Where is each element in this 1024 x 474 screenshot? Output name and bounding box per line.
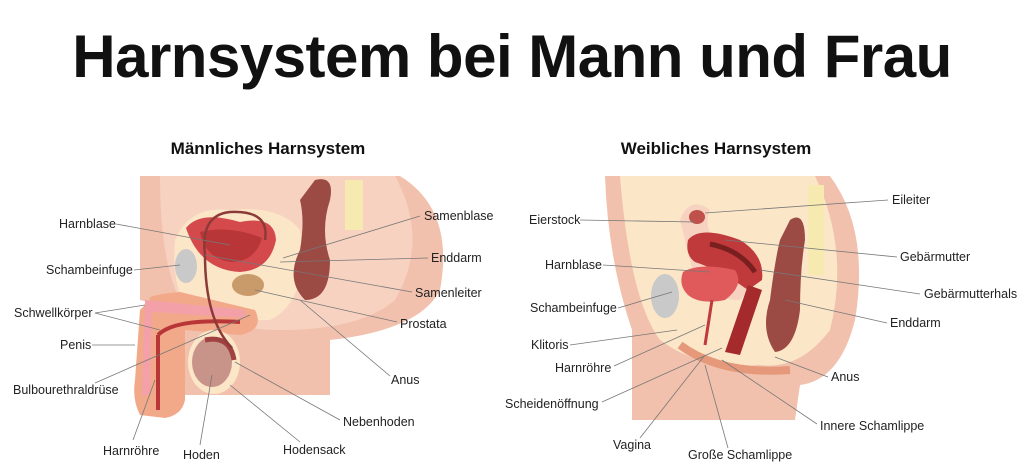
label-harnroehre: Harnröhre	[103, 444, 160, 458]
label-penis: Penis	[60, 338, 92, 352]
label-grosse-schamlippe: Große Schamlippe	[688, 448, 793, 462]
label-samenleiter: Samenleiter	[415, 286, 482, 300]
label-harnblase-f: Harnblase	[545, 258, 602, 272]
label-vagina: Vagina	[613, 438, 651, 452]
bladder	[681, 266, 739, 302]
label-bulbourethraldruese: Bulbourethraldrüse	[13, 383, 119, 397]
prostate	[232, 274, 264, 296]
label-schambeinfuge: Schambeinfuge	[46, 263, 133, 277]
label-hodensack: Hodensack	[283, 443, 346, 457]
page-title: Harnsystem bei Mann und Frau	[72, 23, 952, 90]
label-klitoris: Klitoris	[531, 338, 569, 352]
label-anus-f: Anus	[831, 370, 860, 384]
vas-deferens	[203, 210, 267, 349]
label-eileiter: Eileiter	[892, 193, 931, 207]
label-schwellkoerper: Schwellkörper	[14, 306, 93, 320]
label-harnroehre-f: Harnröhre	[555, 361, 612, 375]
label-enddarm: Enddarm	[431, 251, 482, 265]
pubic-bone	[651, 274, 679, 318]
label-prostata: Prostata	[400, 317, 447, 331]
female-heading: Weibliches Harnsystem	[620, 139, 812, 158]
label-harnblase: Harnblase	[59, 217, 116, 231]
label-eierstock: Eierstock	[529, 213, 581, 227]
pubic-bone	[175, 249, 197, 283]
vulva	[677, 341, 791, 375]
label-gebaermutter: Gebärmutter	[900, 250, 971, 264]
label-samenblase: Samenblase	[424, 209, 494, 223]
rectum	[293, 179, 331, 300]
male-heading: Männliches Harnsystem	[170, 139, 366, 158]
label-enddarm-f: Enddarm	[890, 316, 941, 330]
leader-lines	[92, 199, 921, 449]
label-scheidenoeffnung: Scheidenöffnung	[505, 397, 599, 411]
label-anus: Anus	[391, 373, 420, 387]
rectum	[766, 217, 805, 352]
label-nebenhoden: Nebenhoden	[343, 415, 415, 429]
testis	[192, 337, 232, 387]
male-diagram	[134, 176, 444, 418]
penis	[134, 292, 258, 418]
uterus	[687, 232, 763, 290]
ovary	[689, 210, 705, 224]
label-schambeinfuge-f: Schambeinfuge	[530, 301, 617, 315]
label-hoden: Hoden	[183, 448, 220, 462]
female-diagram	[605, 176, 860, 420]
vagina	[725, 285, 762, 355]
urethra	[703, 299, 714, 346]
label-gebaermutterhals: Gebärmutterhals	[924, 287, 1018, 301]
label-innere-schamlippe: Innere Schamlippe	[820, 419, 925, 433]
